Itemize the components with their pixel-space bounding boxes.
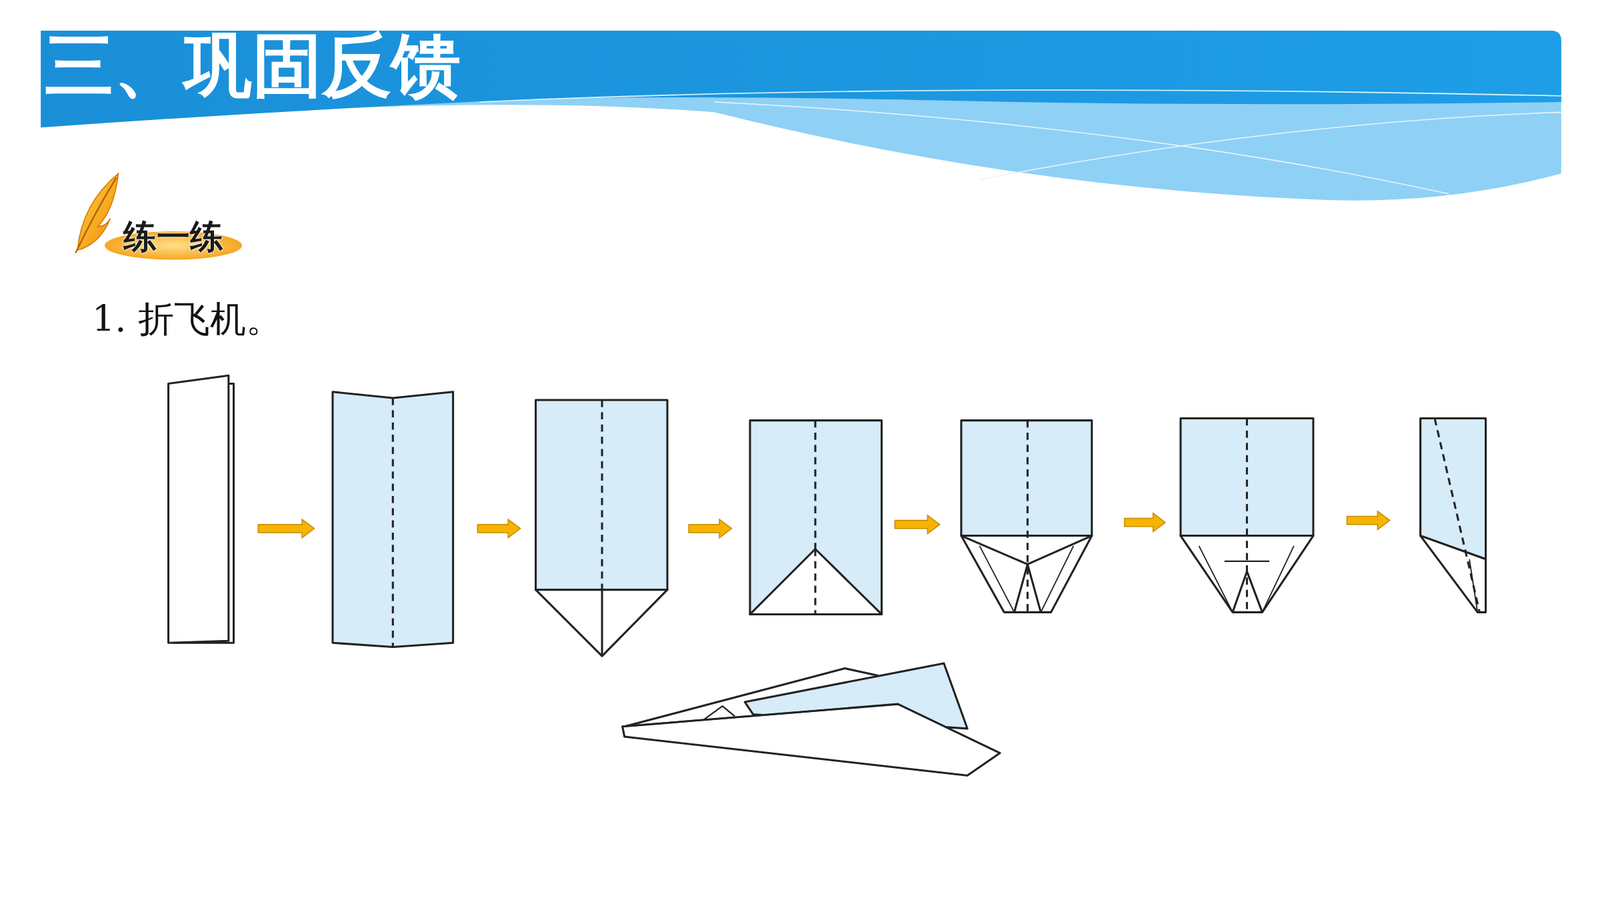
step-7 xyxy=(1420,418,1486,613)
step-1 xyxy=(168,375,234,643)
step-3 xyxy=(536,400,668,656)
paper-plane xyxy=(622,663,1000,776)
badge-label: 练一练 xyxy=(123,218,224,256)
exercise-text: 1. 折飞机。 xyxy=(92,298,282,342)
practice-badge: 练一练 xyxy=(103,213,244,261)
slide-title: 三、巩固反馈 xyxy=(44,30,461,100)
step-arrows xyxy=(258,511,1390,538)
header-band xyxy=(40,30,1562,201)
step-4 xyxy=(750,420,882,615)
step-6 xyxy=(1180,418,1314,613)
step-2 xyxy=(332,392,454,648)
step-5 xyxy=(961,420,1092,613)
